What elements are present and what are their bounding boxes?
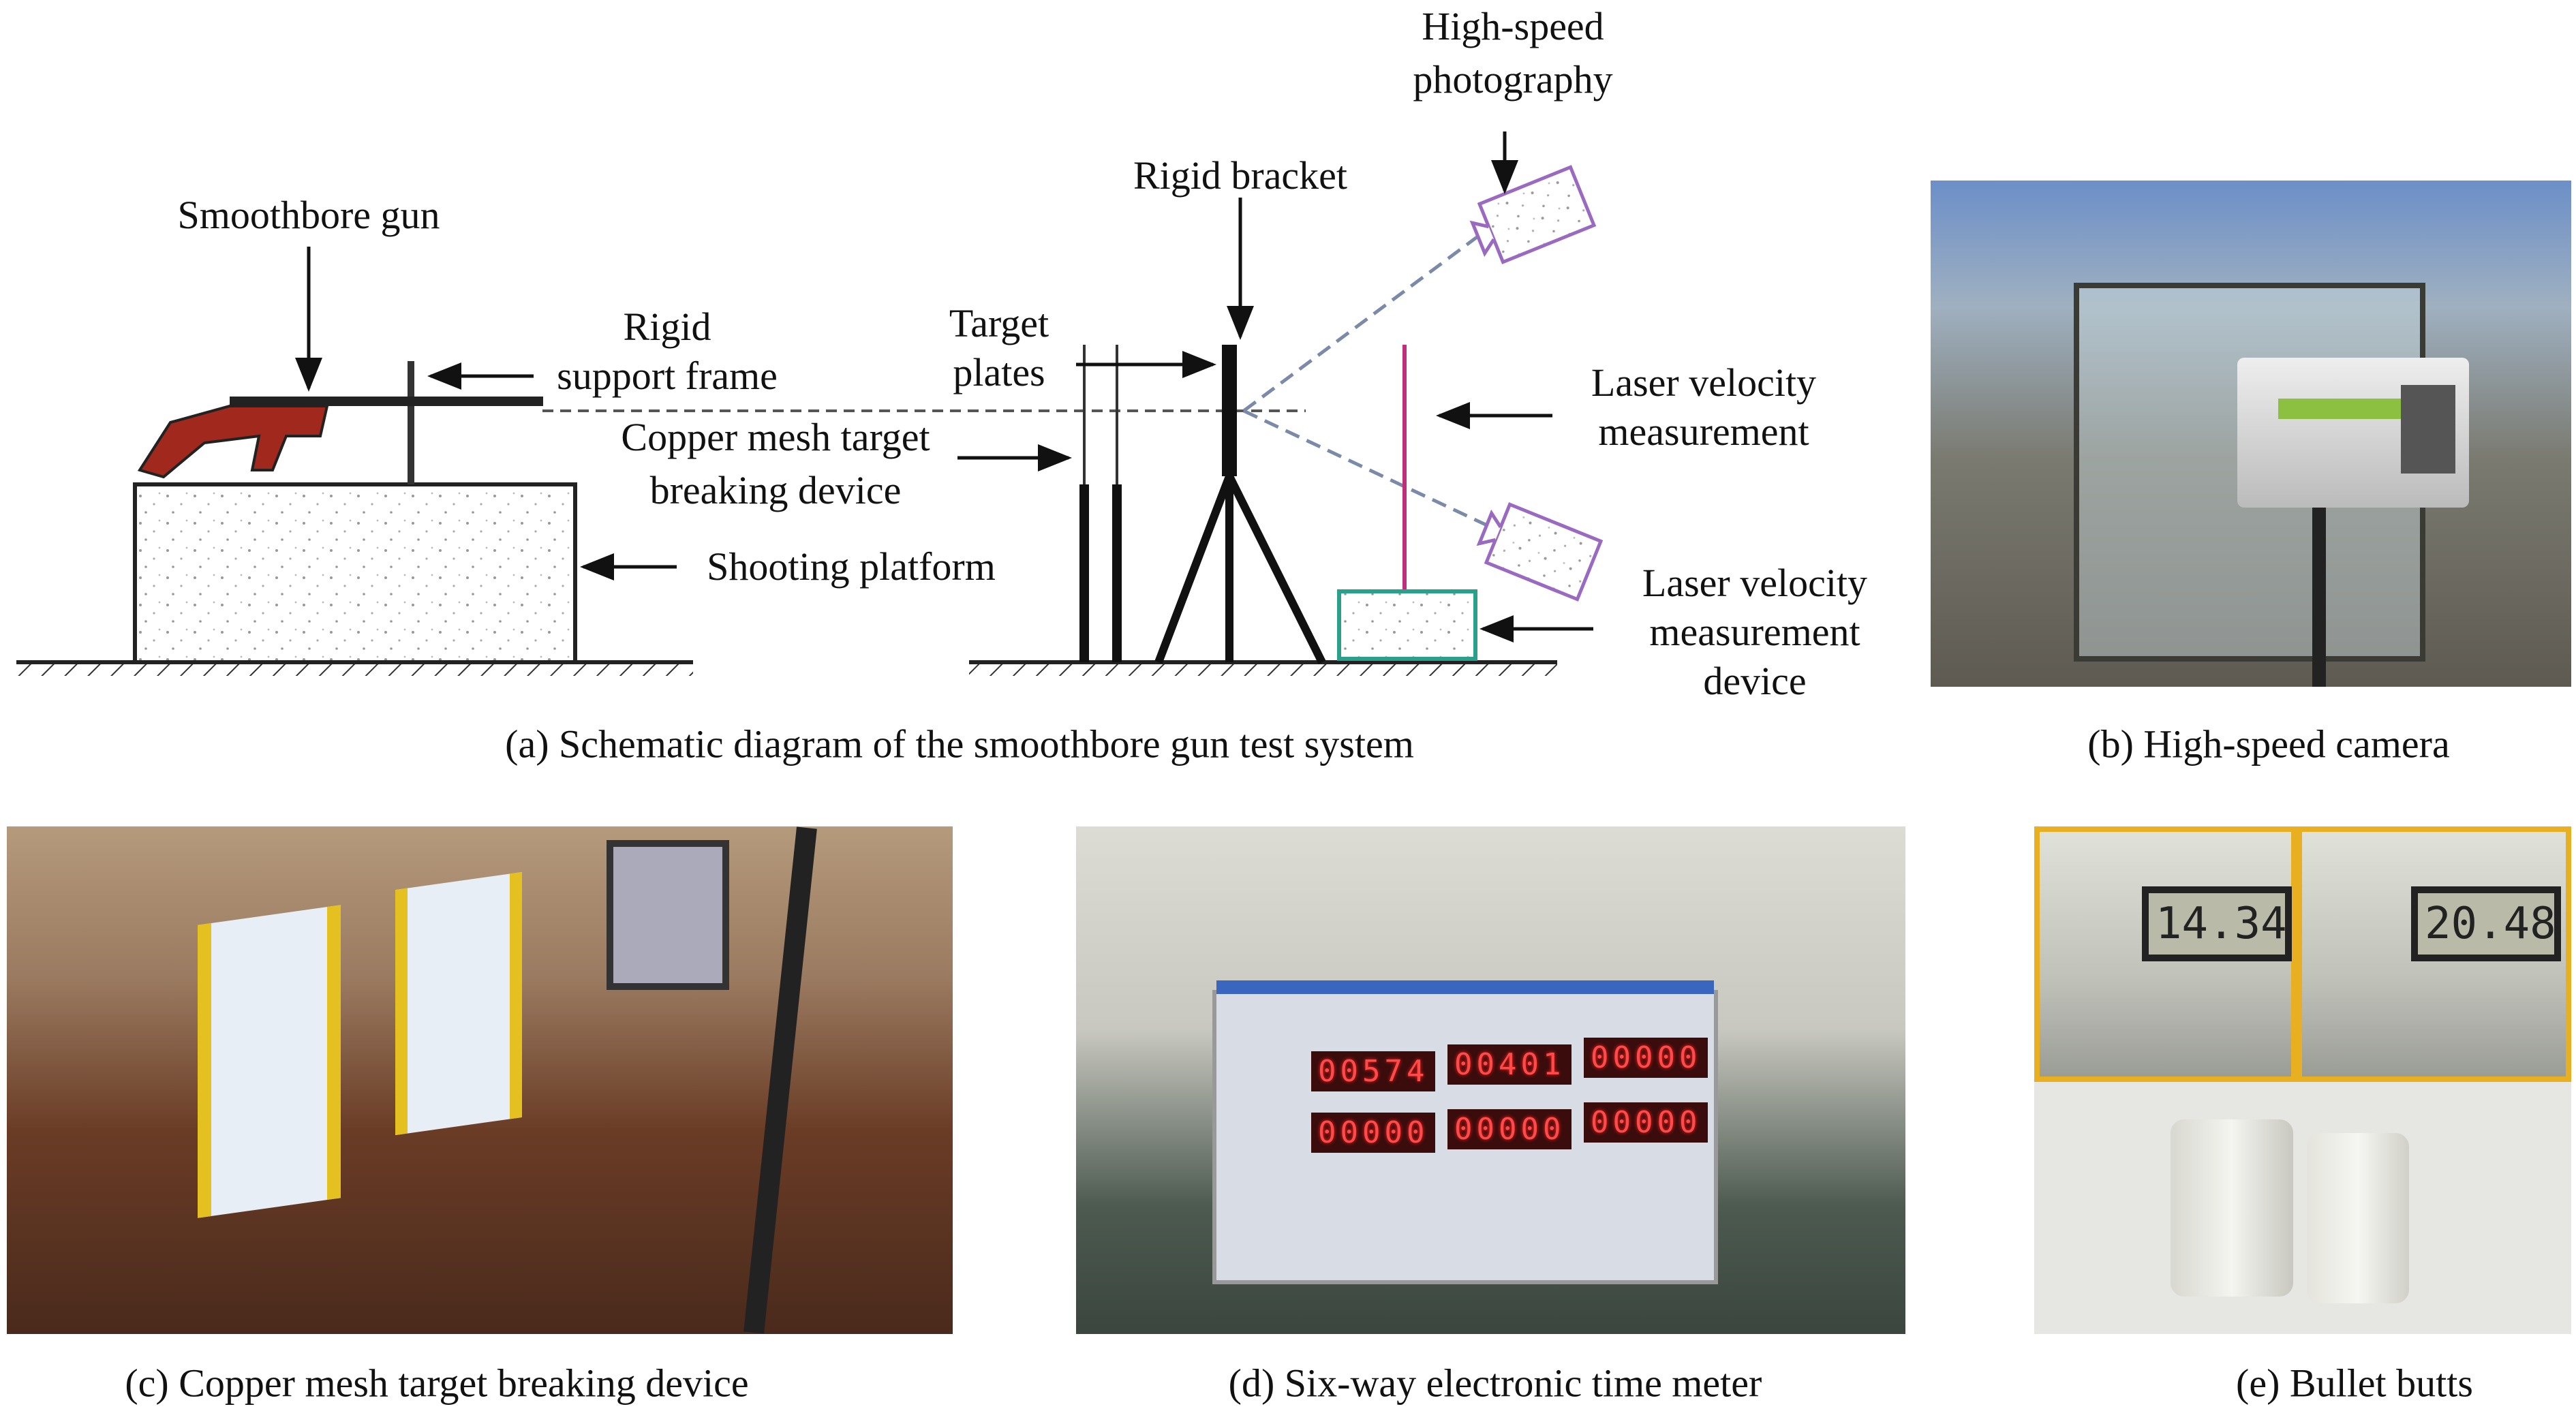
caption-c: (c) Copper mesh target breaking device [125, 1361, 749, 1406]
display-channel-2: 00000 [1311, 1113, 1436, 1153]
caliper-reading-2: 20.48 [2411, 886, 2561, 961]
label-line: High-speed [1422, 4, 1604, 48]
label-rigid-support-frame: Rigid support frame [557, 303, 778, 401]
target-plates [1079, 345, 1122, 662]
label-copper-mesh: Copper mesh target breaking device [621, 411, 930, 517]
bullet-butt [2171, 1119, 2293, 1297]
smoothbore-gun-drawing [137, 397, 543, 479]
caption-e: (e) Bullet butts [2236, 1361, 2473, 1406]
photo-time-meter: 00574 00401 00000 00000 00000 00000 [1076, 826, 1905, 1334]
label-line: device [1703, 659, 1807, 703]
label-line: measurement [1598, 409, 1809, 454]
label-line: Rigid [623, 305, 711, 349]
label-line: Laser velocity [1591, 360, 1817, 405]
caliper-reading-1: 14.34 [2142, 886, 2292, 961]
high-speed-camera-top [1469, 165, 1597, 264]
label-line: Copper mesh target [621, 415, 930, 459]
shooting-platform [133, 482, 577, 664]
laser-velocity-device [1337, 589, 1477, 661]
ground-right [969, 660, 1557, 676]
pointer-arrows [295, 131, 1593, 642]
label-line: plates [953, 350, 1045, 394]
label-smoothbore-gun: Smoothbore gun [177, 193, 440, 237]
display-channel-5: 00000 [1584, 1038, 1708, 1078]
display-channel-1: 00574 [1311, 1051, 1436, 1091]
label-high-speed-photography: High-speed photography [1413, 0, 1612, 106]
caption-a: (a) Schematic diagram of the smoothbore … [505, 722, 1414, 766]
label-line: breaking device [649, 468, 902, 512]
target-board [607, 840, 729, 990]
photo-high-speed-camera [1931, 181, 2571, 687]
caliper-photo-1: 14.34 [2034, 826, 2297, 1082]
label-shooting-platform: Shooting platform [707, 544, 996, 589]
photo-copper-mesh-device [7, 826, 953, 1334]
camera-body [2237, 358, 2469, 508]
caliper-photo-2: 20.48 [2297, 826, 2571, 1082]
rigid-bracket [1154, 345, 1326, 664]
target-board [198, 905, 341, 1218]
caption-b: (b) High-speed camera [2087, 722, 2450, 766]
label-rigid-bracket: Rigid bracket [1133, 153, 1348, 198]
label-target-plates: Target plates [949, 299, 1049, 397]
high-speed-camera-bottom [1476, 502, 1604, 602]
photo-bullet-butts: 14.34 20.48 [2034, 826, 2571, 1334]
label-line: Laser velocity [1642, 561, 1868, 605]
caption-d: (d) Six-way electronic time meter [1228, 1361, 1762, 1406]
label-line: photography [1413, 57, 1613, 102]
label-line: Target [949, 301, 1049, 345]
display-channel-3: 00401 [1447, 1044, 1572, 1085]
label-line: measurement [1649, 610, 1860, 654]
display-channel-6: 00000 [1584, 1102, 1708, 1143]
display-channel-4: 00000 [1447, 1109, 1572, 1149]
label-line: support frame [557, 354, 778, 398]
bullet-butt [2307, 1133, 2409, 1303]
label-laser-velocity-device: Laser velocity measurement device [1642, 559, 1867, 706]
target-board [395, 871, 522, 1136]
